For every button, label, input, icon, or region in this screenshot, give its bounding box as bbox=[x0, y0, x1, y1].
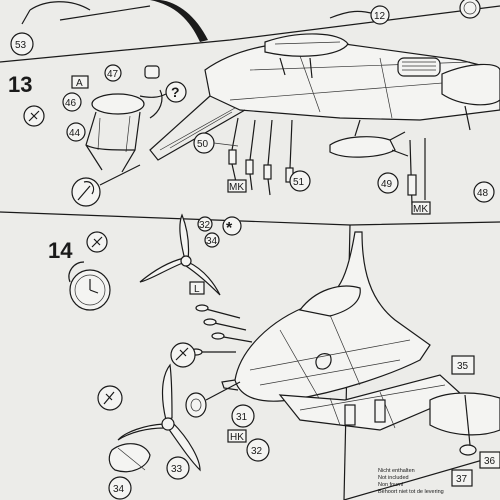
question-mark: ? bbox=[171, 84, 180, 100]
part-label-46: 46 bbox=[65, 98, 77, 109]
asterisk-badge bbox=[222, 216, 242, 236]
rocket-bomb bbox=[329, 119, 409, 158]
notice-line-de: Nicht enthalten bbox=[378, 468, 415, 474]
spinner-backplate bbox=[185, 381, 241, 418]
small-part-47-shape bbox=[144, 65, 160, 79]
cockpit-canopy bbox=[298, 285, 361, 317]
part-callout-32-top bbox=[197, 216, 213, 232]
decal-label-mk-1: MK bbox=[229, 182, 244, 193]
top-strip: 53 bbox=[10, 0, 481, 56]
propeller-lower bbox=[117, 363, 201, 472]
part-callout-33 bbox=[166, 456, 190, 480]
part-label-35: 35 bbox=[457, 361, 469, 372]
step-right-panel: 35 36 37 bbox=[429, 355, 500, 487]
part-label-44: 44 bbox=[69, 128, 81, 139]
dark-wing-edge-shape bbox=[150, 0, 208, 42]
notice-line-en: Not included bbox=[378, 475, 409, 481]
decal-tag-mk-2 bbox=[411, 201, 431, 215]
gear-cap-circle bbox=[459, 0, 481, 19]
part-label-36: 36 bbox=[484, 456, 496, 467]
part-label-51: 51 bbox=[293, 177, 305, 188]
decal-tag-hk bbox=[227, 429, 247, 443]
rocket-rails bbox=[228, 117, 426, 206]
part-callout-34-bottom bbox=[108, 476, 132, 500]
decal-tag-a bbox=[71, 75, 89, 89]
drop-tank-right bbox=[441, 63, 500, 131]
part-callout-51 bbox=[289, 170, 311, 192]
clock-icon bbox=[68, 261, 111, 311]
part-callout-34-top bbox=[204, 232, 220, 248]
part-box-37 bbox=[451, 469, 473, 487]
step-13: 13 A 47 46 44 bbox=[8, 5, 500, 215]
spinner-cone bbox=[108, 443, 151, 473]
part-label-32-bottom: 32 bbox=[251, 446, 263, 457]
part-label-32-top: 32 bbox=[199, 220, 211, 231]
part-callout-53 bbox=[10, 32, 34, 56]
wheel-detail-circle bbox=[71, 177, 101, 207]
part-box-36 bbox=[479, 451, 500, 469]
panel-border-bottom-right bbox=[343, 454, 500, 500]
glue-icon-14 bbox=[86, 231, 108, 253]
rockets-left bbox=[189, 304, 253, 356]
part-label-37: 37 bbox=[456, 474, 468, 485]
part-label-47: 47 bbox=[107, 69, 119, 80]
part-callout-32-bottom bbox=[246, 438, 270, 462]
step-number-13: 13 bbox=[8, 72, 32, 97]
part-label-50: 50 bbox=[197, 139, 209, 150]
part-label-49: 49 bbox=[381, 179, 393, 190]
tail-wheel bbox=[459, 444, 477, 456]
landing-gear-assembly bbox=[85, 89, 163, 173]
part-callout-46 bbox=[62, 92, 82, 112]
asterisk-symbol: * bbox=[226, 220, 233, 237]
detail-circle-2 bbox=[97, 385, 123, 411]
detail-circle-1 bbox=[170, 342, 196, 368]
panel-border-top bbox=[0, 5, 500, 63]
decal-tag-mk-1 bbox=[227, 179, 247, 193]
part-callout-44 bbox=[66, 122, 86, 142]
decal-label-a: A bbox=[76, 78, 83, 89]
notice-line-fr: Non fourni bbox=[378, 482, 403, 488]
not-included-notice: Nicht enthalten Not included Non fourni … bbox=[378, 468, 444, 495]
wing-intake bbox=[397, 57, 441, 77]
part-label-12: 12 bbox=[374, 11, 386, 22]
part-label-48: 48 bbox=[477, 188, 489, 199]
propeller-top bbox=[139, 213, 221, 296]
glue-icon bbox=[23, 105, 45, 127]
decal-tag-l bbox=[189, 281, 205, 295]
step-number-14: 14 bbox=[48, 238, 73, 263]
fuselage bbox=[221, 231, 431, 402]
notice-line-nl: Behoort niet tot de levering bbox=[378, 489, 444, 495]
decal-label-hk: HK bbox=[230, 432, 244, 443]
part-label-34-top: 34 bbox=[206, 236, 218, 247]
part-box-35 bbox=[451, 355, 475, 375]
decal-label-mk-2: MK bbox=[413, 204, 428, 215]
part-label-53: 53 bbox=[15, 40, 27, 51]
part-callout-47 bbox=[104, 64, 122, 82]
part-callout-31 bbox=[231, 404, 255, 428]
part-label-31: 31 bbox=[236, 412, 248, 423]
part-label-33: 33 bbox=[171, 464, 183, 475]
part-label-34-bottom: 34 bbox=[113, 484, 125, 495]
part-callout-48 bbox=[473, 181, 495, 203]
decal-label-l: L bbox=[194, 284, 200, 295]
part-callout-12 bbox=[370, 5, 390, 25]
wheel-strut bbox=[429, 392, 500, 436]
step-14: 14 32 34 * L bbox=[48, 213, 464, 500]
drop-tank-left bbox=[264, 33, 349, 79]
question-bubble bbox=[165, 81, 187, 103]
part-callout-49 bbox=[377, 172, 399, 194]
